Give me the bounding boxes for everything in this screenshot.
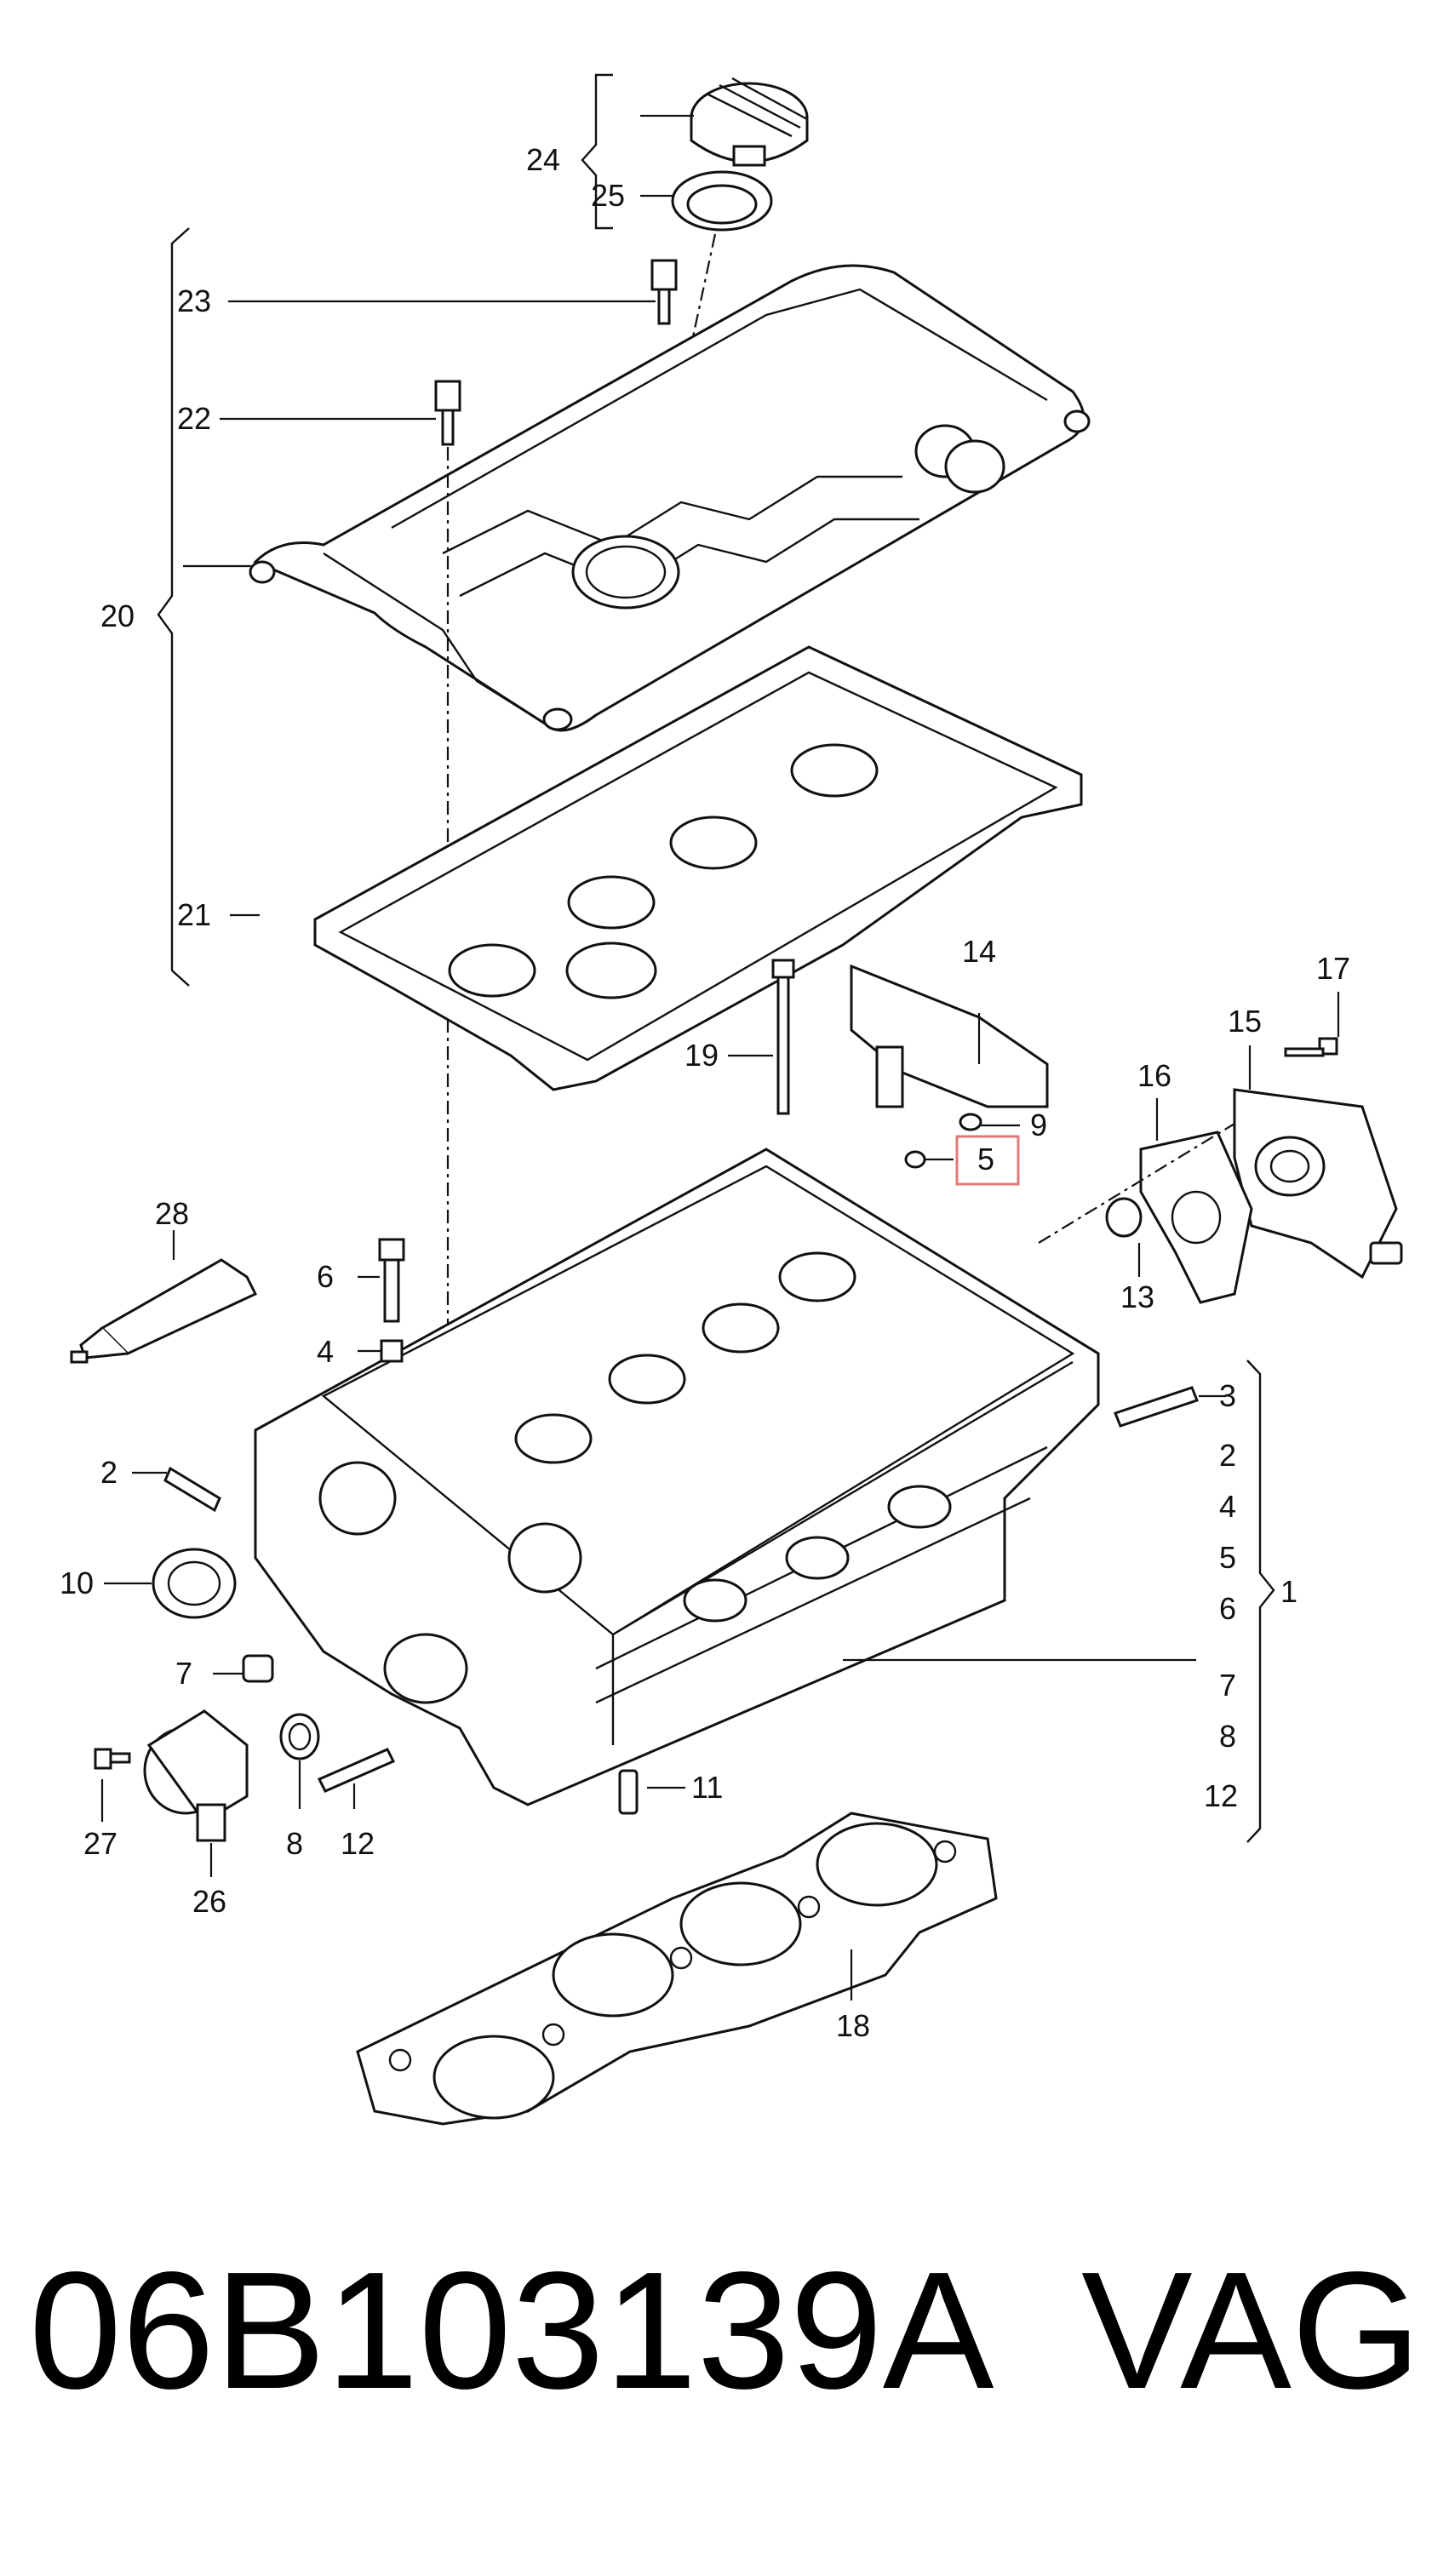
- plug-13: [1105, 1197, 1143, 1238]
- callout-16: 16: [1137, 1058, 1171, 1093]
- callout-4: 4: [317, 1334, 334, 1369]
- camshaft-adjuster-14: [850, 964, 1049, 1131]
- cover-bolt-23: [650, 259, 678, 325]
- group1-item-8: 8: [1219, 1719, 1236, 1754]
- group1-item-6: 6: [1219, 1591, 1236, 1626]
- bracket-20: [157, 227, 190, 987]
- callout-20: 20: [100, 598, 135, 633]
- seal-ring-10: [152, 1548, 237, 1619]
- group1-item-7: 7: [1219, 1668, 1236, 1703]
- group1-item-12: 12: [1204, 1778, 1238, 1813]
- callout-21: 21: [177, 897, 211, 932]
- callout-23: 23: [177, 283, 211, 318]
- bolt-6: [378, 1238, 405, 1323]
- callout-14: 14: [962, 934, 996, 969]
- callout-17: 17: [1316, 951, 1350, 986]
- group1-item-2: 2: [1219, 1438, 1236, 1473]
- bracket-1: [1246, 1360, 1275, 1843]
- callout-26: 26: [192, 1884, 226, 1919]
- callout-1: 1: [1280, 1574, 1297, 1609]
- filler-cap-seal: [671, 170, 773, 232]
- leader-lines: [100, 114, 1340, 2001]
- bolt-19: [771, 959, 795, 1115]
- small-part-5: [904, 1150, 926, 1169]
- callout-9: 9: [1030, 1108, 1047, 1142]
- callout-6: 6: [317, 1259, 334, 1294]
- highlight-box: [955, 1135, 1020, 1186]
- sleeve-4: [380, 1339, 404, 1363]
- head-gasket-18: [356, 1812, 998, 2126]
- callout-5-highlighted: 5: [977, 1142, 994, 1176]
- callout-27: 27: [83, 1826, 117, 1861]
- callout-25: 25: [591, 178, 625, 213]
- callout-24: 24: [526, 142, 560, 177]
- callout-labels: 24 25 23 22 20 21 14 19 9 5 17 15 16 13 …: [60, 142, 1350, 2043]
- callout-11: 11: [691, 1770, 723, 1805]
- callout-15: 15: [1228, 1004, 1262, 1039]
- callout-12: 12: [341, 1826, 375, 1861]
- sensor-26: [143, 1709, 249, 1842]
- cover-bolt-22: [434, 380, 461, 446]
- cylinder-head: [254, 1148, 1100, 1806]
- stud-12: [317, 1748, 396, 1793]
- callout-28: 28: [155, 1196, 189, 1231]
- plug-7: [242, 1654, 274, 1683]
- callout-18: 18: [836, 2008, 870, 2043]
- brand-label: VAG: [1081, 2237, 1422, 2424]
- group1-item-5: 5: [1219, 1540, 1236, 1575]
- sealant-tube-28: [70, 1258, 258, 1364]
- part-number-label: 06B103139A: [29, 2237, 994, 2424]
- valve-cover-gasket: [313, 645, 1083, 1091]
- valve-guide-11: [618, 1769, 639, 1815]
- callout-13: 13: [1120, 1279, 1154, 1314]
- bolt-27: [94, 1748, 131, 1770]
- callout-2: 2: [100, 1455, 117, 1490]
- bracket-24: [581, 73, 613, 230]
- oil-filler-cap: [690, 77, 809, 167]
- callout-22: 22: [177, 401, 211, 436]
- gasket-16: [1139, 1131, 1253, 1304]
- group1-item-4: 4: [1219, 1489, 1236, 1524]
- seal-8: [279, 1713, 320, 1760]
- bolt-17: [1284, 1037, 1338, 1057]
- stud-3: [1114, 1386, 1199, 1428]
- callout-19: 19: [684, 1038, 719, 1073]
- stud-2-left: [163, 1466, 221, 1513]
- group1-item-3: 3: [1219, 1378, 1236, 1413]
- callout-7: 7: [175, 1656, 192, 1691]
- vacuum-pump-15: [1233, 1088, 1403, 1279]
- callout-10: 10: [60, 1566, 94, 1600]
- callout-8: 8: [286, 1826, 303, 1861]
- valve-cover: [249, 264, 1091, 732]
